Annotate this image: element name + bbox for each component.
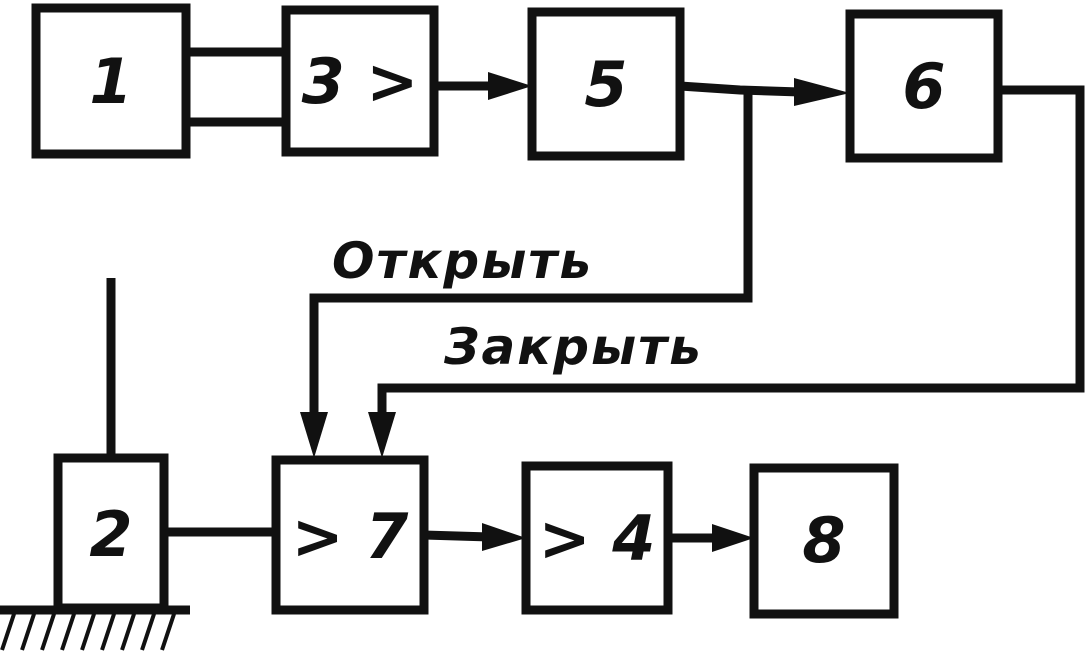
block-2-frame (53, 453, 169, 613)
arrow-5-to-6 (794, 78, 850, 106)
signal-open-label: Открыть (332, 232, 593, 290)
ground-symbol (0, 605, 190, 651)
block-6-label: 6 (902, 50, 945, 123)
ground-hatch-1 (0, 613, 16, 651)
block-3-label: 3 > (302, 45, 419, 118)
ground-hatch-8 (140, 613, 156, 651)
ground-hatch-9 (160, 613, 176, 651)
signal-close-label: Закрыть (443, 318, 703, 376)
block-3: 3 > (281, 5, 439, 157)
ground-hatch-4 (60, 613, 76, 651)
ground-hatch-5 (80, 613, 96, 651)
block-7-frame (271, 455, 429, 615)
block-1: 1 (31, 3, 191, 159)
block-7-label: > 7 (292, 500, 410, 573)
block-6: 6 (845, 9, 1003, 163)
block-1-label: 1 (89, 45, 132, 118)
block-4-frame (521, 461, 673, 615)
block-8-frame (749, 463, 899, 619)
block-4-label: > 4 (539, 502, 656, 575)
block-5: 5 (527, 7, 685, 161)
wire-close-signal (377, 85, 1085, 420)
block-2: 2 (53, 453, 169, 613)
block-8-label: 8 (802, 504, 845, 577)
arrowheads (300, 72, 850, 552)
block-4: > 4 (521, 461, 673, 615)
ground-hatch-2 (20, 613, 36, 651)
ground-hatch-7 (120, 613, 136, 651)
block-2-label: 2 (89, 498, 132, 571)
wire-5-to-6 (679, 81, 801, 97)
arrow-open-into-7 (300, 412, 328, 458)
arrow-4-to-8 (712, 524, 754, 552)
wire-open-signal (309, 92, 753, 420)
block-8: 8 (749, 463, 899, 619)
block-1-frame (31, 3, 191, 159)
ground-hatch-6 (100, 613, 116, 651)
block-7: > 7 (271, 455, 429, 615)
block-3-frame (281, 5, 439, 157)
arrow-3-to-5 (488, 72, 532, 100)
ground-hatch-3 (40, 613, 56, 651)
block-6-frame (845, 9, 1003, 163)
block-5-frame (527, 7, 685, 161)
arrow-7-to-4 (482, 523, 526, 551)
block-5-label: 5 (584, 48, 627, 121)
wire-7-to-4 (423, 530, 491, 542)
arrow-close-into-7 (368, 412, 396, 458)
wires (106, 47, 1085, 543)
